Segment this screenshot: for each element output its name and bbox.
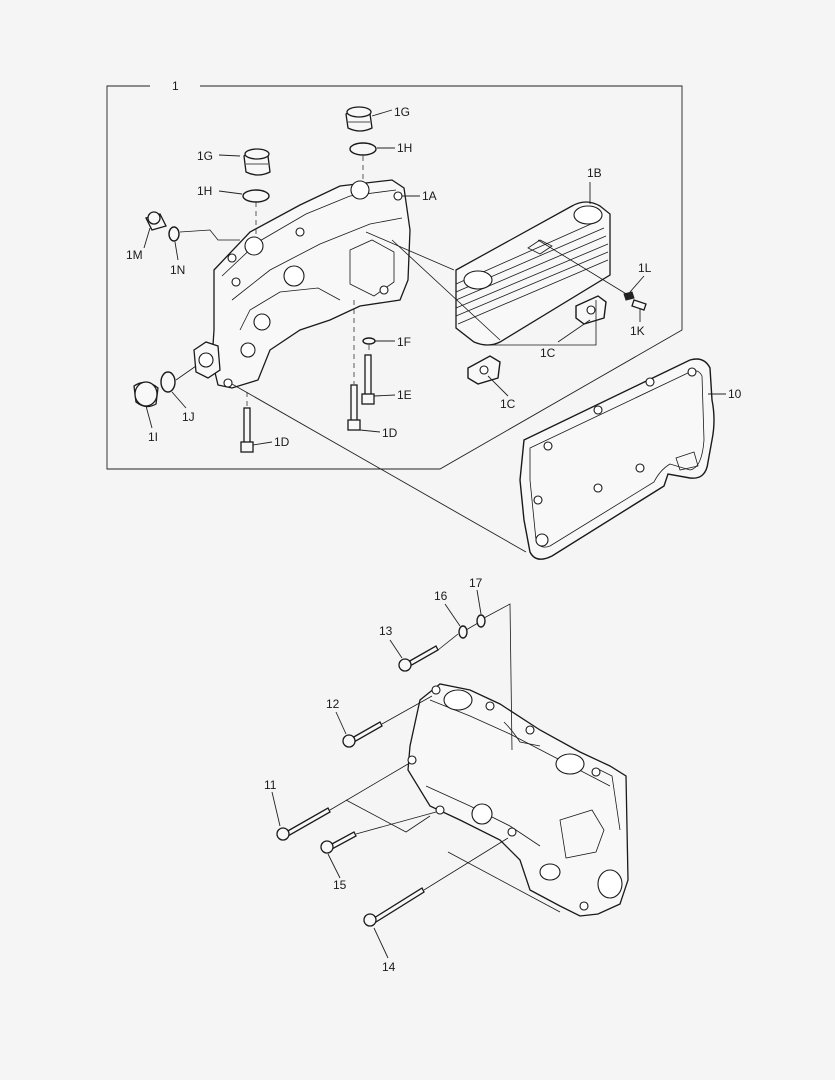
plug-1I xyxy=(133,381,159,408)
callout-12: 12 xyxy=(326,697,340,711)
bolt-1D-left xyxy=(240,407,254,453)
bolt-11 xyxy=(276,807,331,841)
callout-10: 10 xyxy=(728,387,742,401)
callout-1G-lower: 1G xyxy=(197,149,213,163)
callout-14: 14 xyxy=(382,960,396,974)
callout-1K: 1K xyxy=(630,324,645,338)
o-ring-1N xyxy=(168,226,180,242)
gasket-1C-lower xyxy=(467,355,501,385)
callout-11: 11 xyxy=(264,778,277,792)
callout-1G-upper: 1G xyxy=(394,105,410,119)
callout-16: 16 xyxy=(434,589,448,603)
callout-1J: 1J xyxy=(182,410,195,424)
oil-cooler-housing-1A xyxy=(193,179,411,389)
o-ring-1H-lower xyxy=(242,189,270,203)
washer-1F xyxy=(362,337,376,345)
bolt-15 xyxy=(320,831,357,854)
screw-1K xyxy=(631,299,647,311)
callout-1F: 1F xyxy=(397,335,411,349)
callout-1I: 1I xyxy=(148,430,158,444)
callout-1C-upper: 1C xyxy=(540,346,556,360)
oil-cooler-cover-lower xyxy=(407,683,629,917)
callout-1A: 1A xyxy=(422,189,437,203)
callout-1N: 1N xyxy=(170,263,185,277)
link-line-1-to-10 xyxy=(231,383,527,553)
callout-13: 13 xyxy=(379,624,393,638)
callout-1D-left: 1D xyxy=(274,435,290,449)
callout-1B: 1B xyxy=(587,166,602,180)
callout-1M: 1M xyxy=(126,248,143,262)
washer-16 xyxy=(458,625,468,639)
callout-1: 1 xyxy=(172,79,179,93)
bolt-13 xyxy=(398,645,439,672)
alignment-lines-1 xyxy=(175,156,629,406)
gasket-10 xyxy=(519,358,715,560)
o-ring-1H-upper xyxy=(349,142,377,156)
plug-1G-lower xyxy=(243,148,271,176)
callout-1H-lower: 1H xyxy=(197,184,212,198)
callout-17: 17 xyxy=(469,576,483,590)
o-ring-1J xyxy=(160,371,176,393)
gasket-1C-upper xyxy=(575,295,607,325)
bolt-1E xyxy=(361,354,375,405)
plug-1M xyxy=(145,211,167,231)
callout-1C-lower: 1C xyxy=(500,397,516,411)
leader-lines xyxy=(143,109,726,959)
callout-1D-right: 1D xyxy=(382,426,398,440)
bolt-14 xyxy=(363,887,425,927)
plug-1G-upper xyxy=(345,106,373,132)
bolt-12 xyxy=(342,721,383,748)
callout-1E: 1E xyxy=(397,388,412,402)
bolt-1D-right xyxy=(347,384,361,431)
callout-1L: 1L xyxy=(638,261,652,275)
callout-15: 15 xyxy=(333,878,347,892)
alignment-lines-lower xyxy=(329,603,561,913)
seal-17 xyxy=(476,614,486,628)
oil-cooler-1B xyxy=(455,201,611,346)
callout-1H-upper: 1H xyxy=(397,141,412,155)
assembly-1-frame xyxy=(106,85,683,470)
